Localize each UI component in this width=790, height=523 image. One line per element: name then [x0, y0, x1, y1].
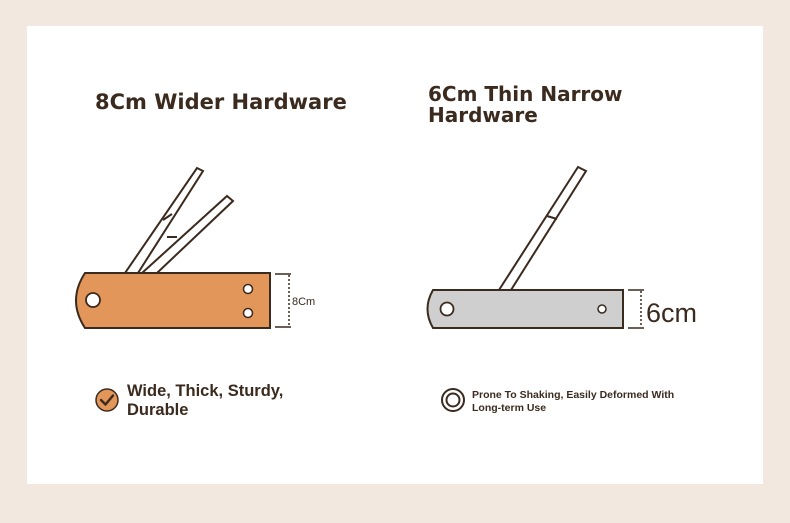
ring-circle-icon [441, 388, 465, 417]
narrow-dimension-marker [628, 289, 644, 329]
wide-hardware-plate [75, 272, 271, 329]
wide-dimension-label: 8Cm [292, 296, 315, 308]
comparison-card: 8Cm Wider Hardware 6Cm Thin Narrow Hardw… [27, 26, 763, 484]
wide-hardware-straps [123, 166, 235, 274]
wide-dimension-marker [275, 273, 291, 328]
narrow-hardware-title: 6Cm Thin Narrow Hardware [428, 82, 623, 127]
narrow-hardware-plate [426, 289, 624, 329]
narrow-dimension-label: 6cm [646, 298, 697, 328]
wide-hardware-note: Wide, Thick, Sturdy, Durable [127, 382, 284, 419]
wide-hardware-title: 8Cm Wider Hardware [95, 90, 347, 114]
hardware-illustration: 8Cm 6cm [75, 165, 697, 329]
narrow-hardware-note: Prone To Shaking, Easily Deformed With L… [472, 389, 675, 414]
narrow-hardware-strap [497, 165, 588, 291]
check-circle-icon [95, 388, 119, 417]
